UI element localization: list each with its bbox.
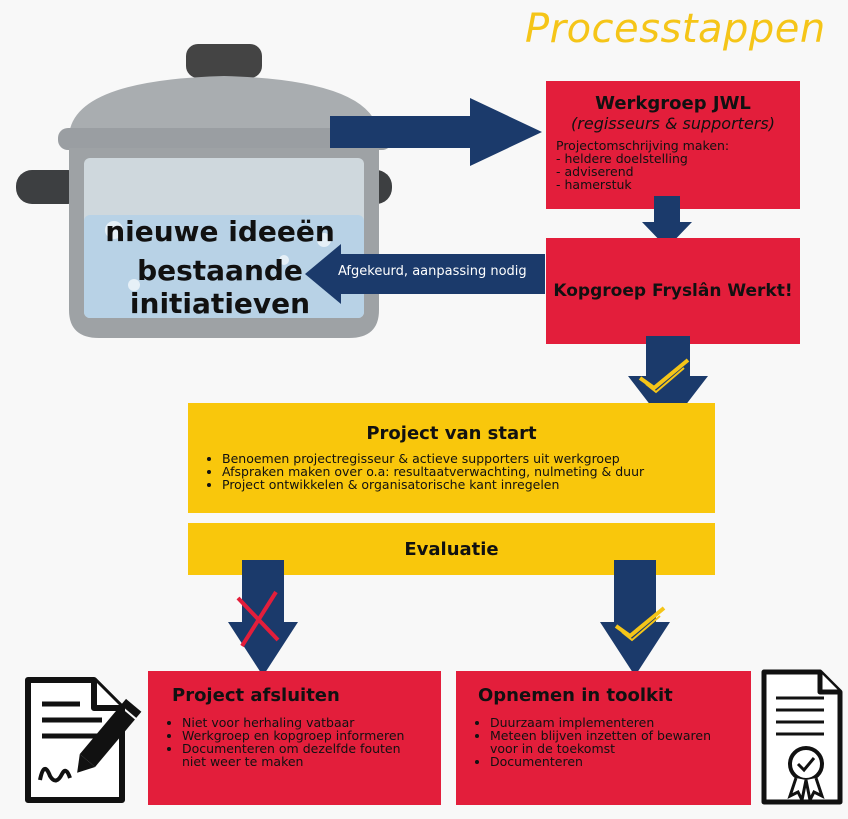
page-title: Processtappen xyxy=(525,6,826,52)
arrow-right-icon xyxy=(330,98,542,166)
project-start-title: Project van start xyxy=(366,423,537,444)
arrow-down-cross-icon xyxy=(228,560,298,676)
arrow-down-icon xyxy=(642,196,692,248)
afsluiten-title: Project afsluiten xyxy=(172,685,340,706)
project-start-item: Project ontwikkelen & organisatorische k… xyxy=(222,478,715,491)
kopgroep-box: Kopgroep Fryslân Werkt! xyxy=(546,238,800,344)
werkgroep-title: Werkgroep JWL xyxy=(595,93,751,114)
project-start-item: Afspraken maken over o.a: resultaatverwa… xyxy=(222,465,715,478)
signed-document-icon xyxy=(25,677,142,803)
afsluiten-item: Documenteren om dezelfde fouten niet wee… xyxy=(182,742,412,768)
cooking-pot-icon xyxy=(16,44,392,338)
project-start-item: Benoemen projectregisseur & actieve supp… xyxy=(222,452,715,465)
werkgroep-item: - heldere doelstelling xyxy=(556,151,688,167)
arrow-down-check-icon xyxy=(600,560,670,676)
kopgroep-title: Kopgroep Fryslân Werkt! xyxy=(553,281,793,301)
toolkit-item: Documenteren xyxy=(490,755,720,768)
werkgroep-item: - adviserend xyxy=(556,164,634,180)
afsluiten-item: Niet voor herhaling vatbaar xyxy=(182,716,412,729)
afsluiten-item: Werkgroep en kopgroep informeren xyxy=(182,729,412,742)
evaluatie-title: Evaluatie xyxy=(404,538,499,560)
toolkit-item: Duurzaam implementeren xyxy=(490,716,720,729)
rejected-label: Afgekeurd, aanpassing nodig xyxy=(338,264,527,279)
arrow-left-icon xyxy=(305,244,545,304)
werkgroep-item: - hamerstuk xyxy=(556,177,632,193)
toolkit-item: Meteen blijven inzetten of bewaren voor … xyxy=(490,729,720,755)
werkgroep-box: Werkgroep JWL (regisseurs & supporters) … xyxy=(546,81,800,209)
toolkit-title: Opnemen in toolkit xyxy=(478,685,673,706)
werkgroep-subtitle: (regisseurs & supporters) xyxy=(571,114,775,133)
pot-label-line3: initiatieven xyxy=(129,287,311,320)
werkgroep-intro: Projectomschrijving maken: xyxy=(556,138,730,153)
afsluiten-box: Project afsluiten Niet voor herhaling va… xyxy=(148,671,441,805)
toolkit-box: Opnemen in toolkit Duurzaam implementere… xyxy=(456,671,751,805)
pot-label-line2: bestaande xyxy=(137,254,303,287)
pot-label-line1: nieuwe ideeën xyxy=(105,215,335,248)
arrow-down-check-icon xyxy=(628,336,708,428)
certificate-icon xyxy=(761,669,843,805)
project-start-box: Project van start Benoemen projectregiss… xyxy=(188,403,715,513)
